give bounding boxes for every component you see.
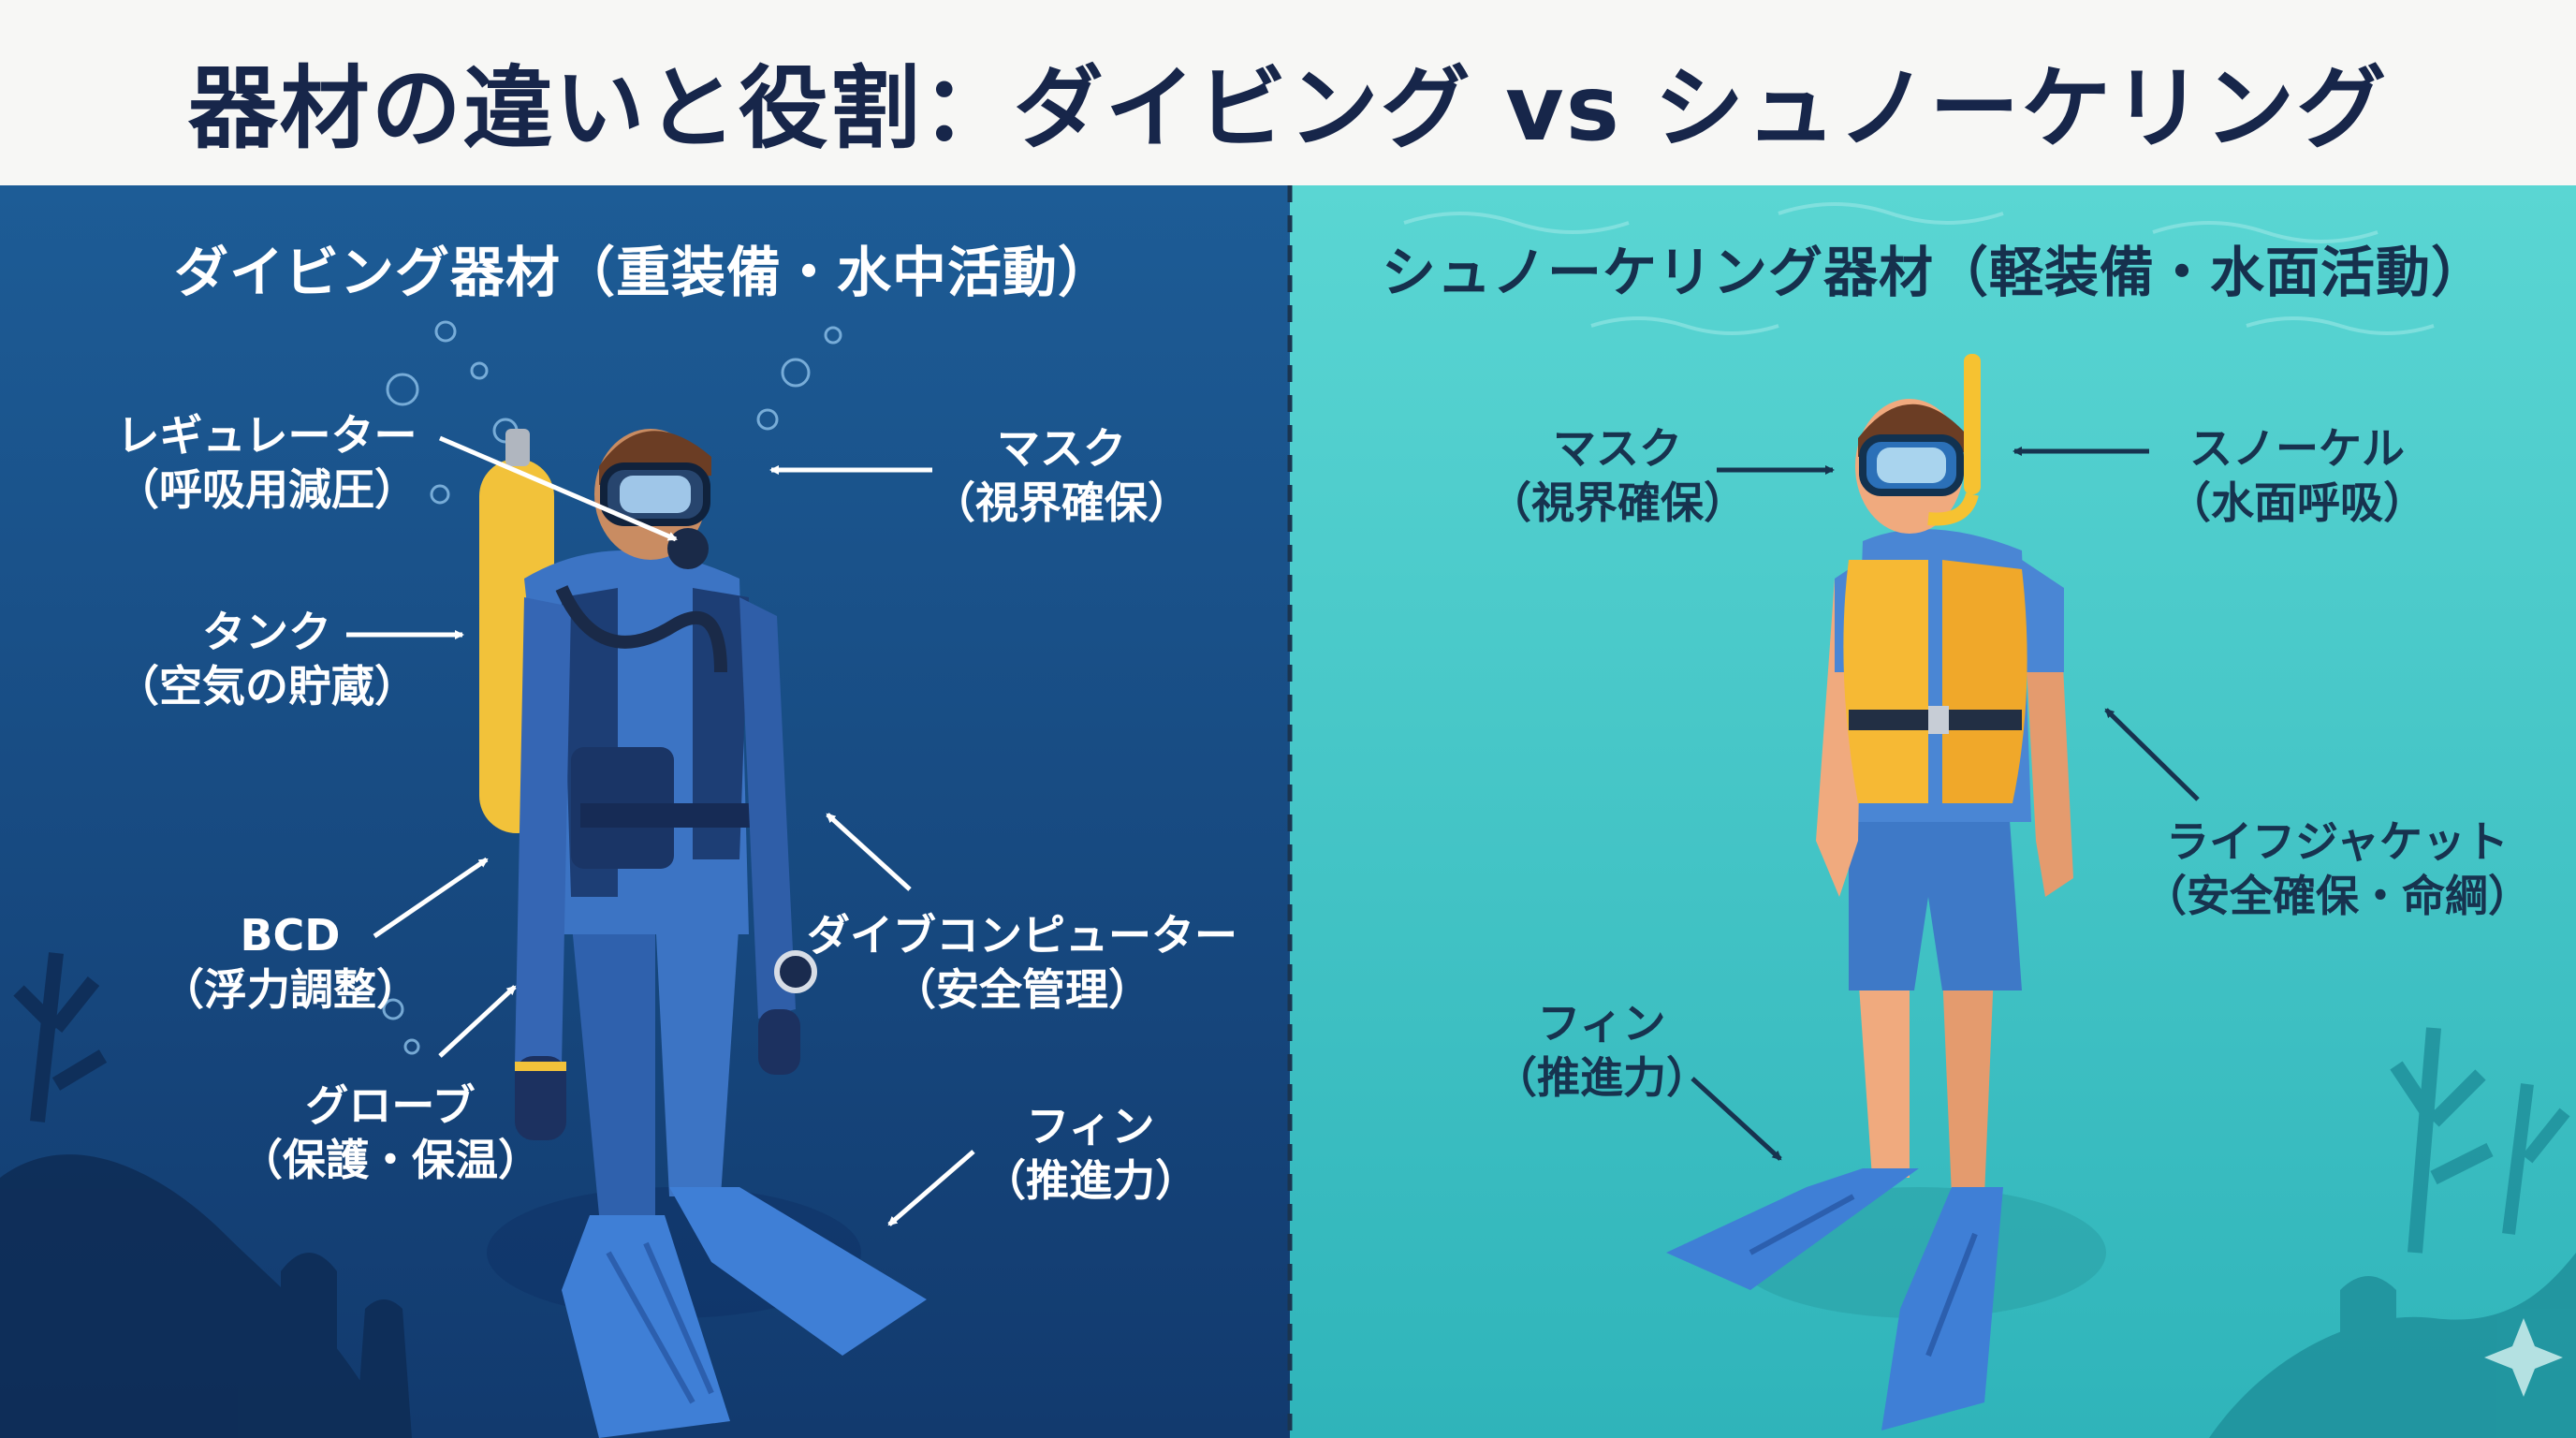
label-life-jacket-name: ライフジャケット [2166,816,2509,867]
snorkel-panel-title: シュノーケリング器材（軽装備・水面活動） [1381,241,2486,304]
label-tank-role: （空気の貯蔵） [116,661,417,712]
label-tank: タンク （空気の貯蔵） [116,605,417,713]
label-life-jacket: ライフジャケット （安全確保・命綱） [2144,814,2531,923]
diving-panel-title: ダイビング器材（重装備・水中活動） [173,241,1113,304]
life-jacket-shape [1843,560,1928,803]
bubbles [382,320,842,1055]
scene-illustration [0,185,2576,1438]
surface-ripples [1403,202,2435,335]
label-snorkel-role: （水面呼吸） [2168,477,2426,528]
label-bcd: BCD （浮力調整） [161,908,419,1017]
page-title: 器材の違いと役割：ダイビング vs シュノーケリング [187,56,2389,161]
title-bar: 器材の違いと役割：ダイビング vs シュノーケリング [0,0,2576,185]
dive-computer-shape [774,950,817,993]
snorkeler-figure [1666,354,2106,1431]
label-snorkel-mask: マスク （視界確保） [1488,421,1747,530]
label-diving-mask-name: マスク [997,423,1126,474]
diver-fin-right [669,1187,927,1356]
label-diving-fin: フィン （推進力） [983,1099,1198,1208]
diver-figure [479,429,927,1438]
label-life-jacket-role: （安全確保・命綱） [2144,871,2531,921]
label-snorkel: スノーケル （水面呼吸） [2168,421,2426,530]
label-snorkel-mask-role: （視界確保） [1488,477,1747,528]
label-snorkel-name: スノーケル [2189,423,2405,474]
label-dive-computer: ダイブコンピューター （安全管理） [807,908,1237,1017]
label-diving-mask-role: （視界確保） [932,477,1191,528]
comparison-scene: ダイビング器材（重装備・水中活動） シュノーケリング器材（軽装備・水面活動） レ… [0,185,2576,1438]
label-snorkel-fin-name: フィン [1537,998,1666,1049]
label-bcd-role: （浮力調整） [161,964,419,1015]
regulator-shape [667,528,709,569]
label-regulator-name: レギュレーター [116,410,417,461]
snorkel-arrows [1690,447,2200,1161]
label-glove-role: （保護・保温） [240,1135,541,1185]
label-dive-computer-name: ダイブコンピューター [807,910,1237,961]
label-snorkel-fin: フィン （推進力） [1494,996,1709,1105]
label-snorkel-fin-role: （推進力） [1494,1052,1709,1103]
label-diving-fin-role: （推進力） [983,1155,1198,1206]
label-glove: グローブ （保護・保温） [240,1078,541,1187]
label-bcd-name: BCD [240,910,341,961]
sparkle-icon [2484,1318,2563,1397]
label-diving-mask: マスク （視界確保） [932,421,1191,530]
label-diving-fin-name: フィン [1026,1101,1155,1152]
label-snorkel-mask-name: マスク [1553,423,1682,474]
label-regulator: レギュレーター （呼吸用減圧） [116,408,417,517]
diver-fin-left [562,1215,730,1438]
label-glove-name: グローブ [305,1080,476,1131]
glove-shape [515,1056,566,1140]
diving-arrows [346,435,975,1226]
snorkel-fin-right [1881,1187,2003,1431]
coral-reef-right [2209,1027,2576,1438]
coral-reef-left [0,952,412,1438]
snorkel-tube-shape [1964,354,1981,494]
label-tank-name: タンク [202,607,331,657]
label-regulator-role: （呼吸用減圧） [116,464,417,515]
label-dive-computer-role: （安全管理） [893,964,1151,1015]
